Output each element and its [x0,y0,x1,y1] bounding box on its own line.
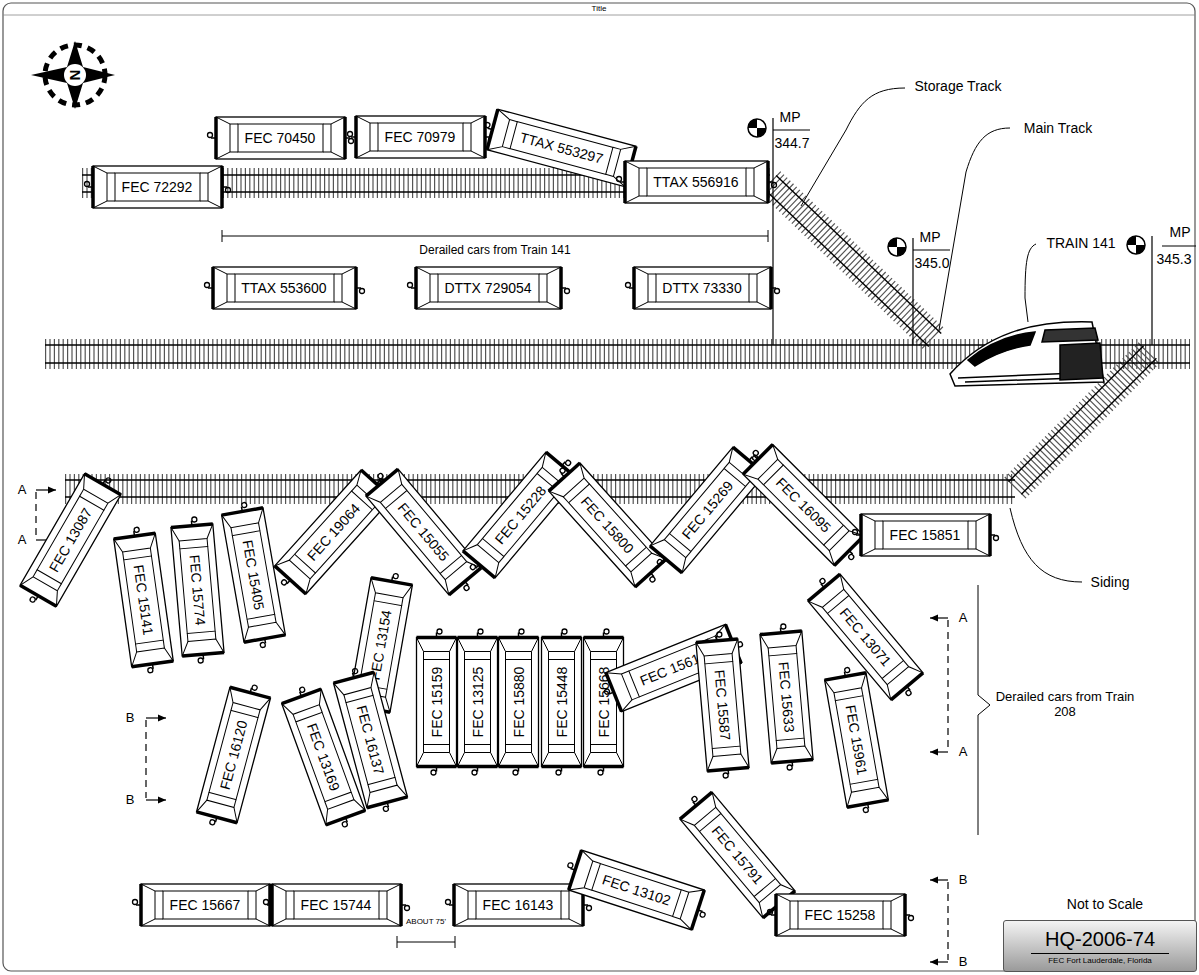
car-number: FEC 15851 [890,528,961,542]
railcar: TTAX 553600 [213,267,356,309]
car-number: FEC 70979 [385,130,456,144]
annotation-label: Storage Track [914,78,1001,94]
railcar: FEC 72292 [93,166,222,208]
annotation-label: MP [920,229,941,245]
annotation-label: Derailed cars from Train 208 [990,690,1140,720]
annotation-label: A [18,483,27,498]
railcar: FEC 15774 [170,524,223,656]
railcar: FEC 70979 [356,116,485,158]
railcar: FEC 15055 [365,469,480,595]
railcar: FEC 15851 [861,514,990,556]
railcar: TTAX 556916 [625,161,768,203]
car-number: DTTX 729054 [444,281,531,295]
location-text: FEC Fort Lauderdale, Florida [1048,956,1152,965]
annotation-label: 345.0 [914,255,949,271]
railcar: FEC 15667 [141,884,270,926]
car-number: TTAX 556916 [653,175,738,189]
annotation-label: B [959,873,968,888]
annotation-label: Siding [1091,574,1130,590]
railcar: FEC 13102 [568,850,704,930]
railcar: FEC 70450 [216,117,345,159]
annotation-label: B [126,793,135,808]
railcar: FEC 15880 [498,638,538,767]
car-number: FEC 70450 [245,131,316,145]
car-number: FEC 15448 [554,667,568,738]
railcar: FEC 15961 [824,673,888,807]
car-number: FEC 15667 [170,898,241,912]
railcar: FEC 16143 [454,884,583,926]
railcar: FEC 15258 [776,894,905,936]
railcar: TTAX 553297 [487,109,636,187]
drawing-number: HQ-2006-74 [1031,928,1169,954]
railcar: FEC 16120 [196,687,270,822]
car-number: FEC 15159 [429,667,443,738]
annotation-label: TRAIN 141 [1046,235,1115,251]
railcar: FEC 16095 [743,445,864,566]
car-number: FEC 15258 [805,908,876,922]
annotation-label: B [959,955,968,970]
railcar: DTTX 729054 [416,267,561,309]
annotation-label: B [126,711,135,726]
annotation-label: A [959,611,968,626]
title-block: HQ-2006-74FEC Fort Lauderdale, Florida [1003,920,1197,972]
annotation-label: MP [1170,224,1191,240]
car-number: FEC 72292 [122,180,193,194]
car-number: FEC 15744 [301,898,372,912]
annotation-label: MP [780,109,801,125]
railcar: FEC 15269 [649,447,764,573]
annotation-label: A [959,745,968,760]
railcar: FEC 15744 [272,884,401,926]
car-number: DTTX 73330 [662,281,741,295]
annotation-label: 344.7 [774,135,809,151]
railcar: FEC 15633 [759,631,812,763]
railcar: FEC 15448 [541,638,581,767]
car-number: FEC 13125 [470,667,484,738]
annotation-label: Main Track [1024,120,1092,136]
annotation-label: ABOUT 75' [406,917,446,926]
annotation-label: 345.3 [1156,251,1191,267]
railcar: FEC 13125 [457,638,497,767]
annotation-label: Title [592,4,607,13]
car-number: FEC 16143 [483,898,554,912]
railcar: DTTX 73330 [634,267,771,309]
railcar: FEC 15800 [548,463,666,587]
annotation-label: Derailed cars from Train 141 [419,244,570,258]
railcar: FEC 15159 [416,638,456,767]
car-number: FEC 15880 [511,667,525,738]
north-arrow-letter: N [66,70,83,81]
annotation-label: A [18,533,27,548]
car-number: TTAX 553600 [241,281,326,295]
railcar: FEC 15405 [221,508,285,642]
railcar: FEC 15141 [113,533,173,667]
railcar: FEC 13087 [20,474,121,607]
annotation-label: Not to Scale [1067,896,1143,912]
